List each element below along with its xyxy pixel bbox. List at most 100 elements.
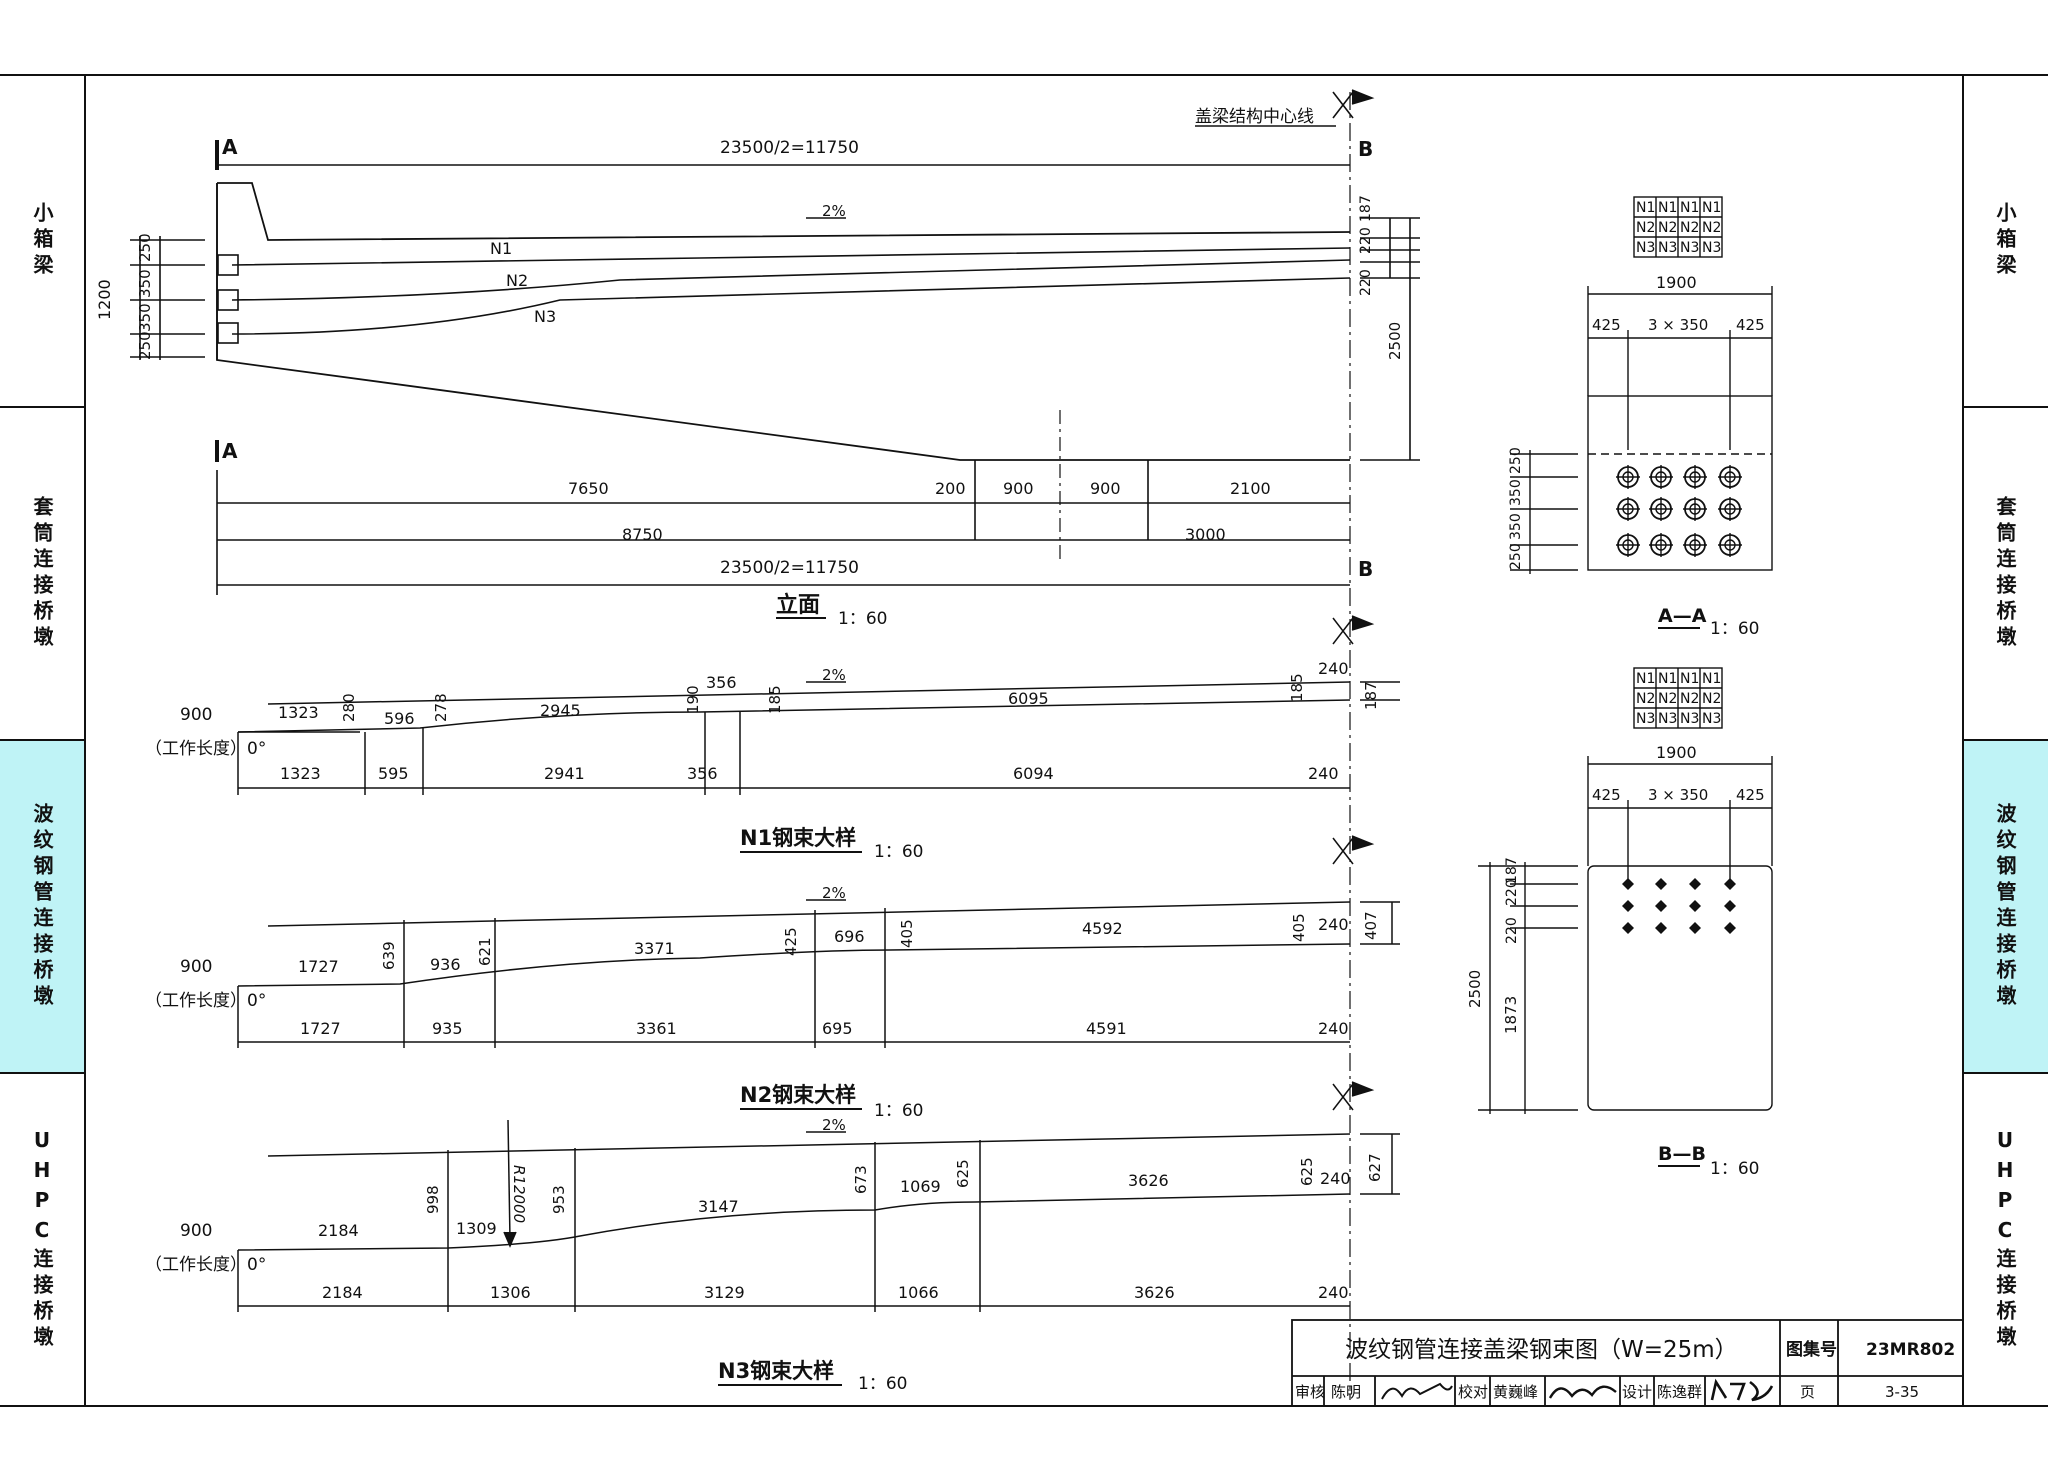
n1-low-595: 595 (378, 764, 409, 783)
n2-up-4592: 4592 (1082, 919, 1123, 938)
n1-work-note: （工作长度）0° (145, 739, 266, 759)
elev-dim-900b: 900 (1090, 479, 1121, 498)
n3-low-2184: 2184 (322, 1283, 363, 1302)
bb-left-220a: 220 (1504, 879, 1520, 906)
aa-grid-n3-3: N3 (1680, 240, 1699, 256)
tendon-point (1724, 878, 1736, 890)
n3-low-1306: 1306 (490, 1283, 531, 1302)
aa-grid-n3-4: N3 (1702, 240, 1721, 256)
aa-scale: 1：60 (1710, 619, 1759, 639)
n1-work-length: 900 (180, 705, 212, 725)
bb-width: 1900 (1656, 743, 1697, 762)
tendon-point (1622, 878, 1634, 890)
bb-grid-n3-3: N3 (1680, 711, 1699, 727)
aa-grid-n2-4: N2 (1702, 220, 1721, 236)
duct-hole (1683, 465, 1707, 489)
atlas-number: 23MR802 (1866, 1340, 1955, 1360)
section-mark-b-top: B (1358, 137, 1373, 161)
elev-left-dim-250a: 250 (136, 233, 154, 262)
n3-up-r12000: R12000 (510, 1165, 528, 1223)
n2-up-696: 696 (834, 927, 865, 946)
elev-left-dim-1200: 1200 (95, 279, 114, 320)
slope-label-elevation: 2% (822, 202, 846, 220)
drawing-title: 波纹钢管连接盖梁钢束图（W=25m） (1345, 1337, 1738, 1363)
tendon-label-n1: N1 (490, 239, 512, 258)
duct-hole (1616, 465, 1640, 489)
n1-up-280: 280 (340, 693, 358, 722)
tendon-point (1689, 900, 1701, 912)
side-tab-small-box-girder-right: 小箱梁 (1993, 202, 2017, 280)
elevation-scale: 1：60 (838, 609, 887, 629)
aa-grid-n2-1: N2 (1636, 220, 1655, 236)
n2-scale: 1：60 (874, 1101, 923, 1121)
n3-detail: 2% 900 （工作长度）0° 2184 998 1309 R12000 953… (145, 1081, 1400, 1394)
n3-up-953: 953 (550, 1185, 568, 1214)
bb-grid-n1-3: N1 (1680, 671, 1699, 687)
n1-up-190: 190 (684, 685, 702, 714)
n2-up-405a: 405 (898, 919, 916, 948)
bb-grid-n2-3: N2 (1680, 691, 1699, 707)
n2-up-405b: 405 (1290, 913, 1308, 942)
section-mark-a-bottom: A (222, 439, 238, 463)
n1-up-278: 278 (432, 693, 450, 722)
duct-hole (1649, 497, 1673, 521)
centerline-symbol-n1 (1332, 615, 1375, 645)
n3-up-240: 240 (1320, 1169, 1351, 1188)
duct-hole (1616, 497, 1640, 521)
cap-beam-outline (216, 182, 1351, 461)
side-tab-corrugated-pier: 波纹钢管连接桥墩 (0, 740, 85, 1073)
elevation-title: 立面 (776, 592, 820, 618)
aa-title: A—A (1658, 605, 1707, 627)
n2-low-1727: 1727 (300, 1019, 341, 1038)
n2-detail: 2% 900 （工作长度）0° 1727 639 936 621 3371 42… (145, 835, 1400, 1121)
n1-up-596: 596 (384, 709, 415, 728)
side-tab-sleeve-pier: 套筒连接桥墩 (30, 495, 54, 652)
tendon-point (1689, 878, 1701, 890)
designer-name: 陈逸群 (1657, 1383, 1702, 1401)
elev-dim-7650: 7650 (568, 479, 609, 498)
n2-work-length: 900 (180, 957, 212, 977)
bb-grid-n3-2: N3 (1658, 711, 1677, 727)
n2-low-4591: 4591 (1086, 1019, 1127, 1038)
tendon-n2 (231, 259, 1351, 301)
designer-signature (1710, 1378, 1774, 1402)
sheet-frame (0, 74, 2048, 1407)
tendon-point (1724, 900, 1736, 912)
anchor-n1 (217, 254, 239, 276)
elev-dim-200: 200 (935, 479, 966, 498)
elev-right-dim-2500: 2500 (1386, 322, 1404, 360)
aa-grid-n3-2: N3 (1658, 240, 1677, 256)
n3-work-length: 900 (180, 1221, 212, 1241)
check-label: 校对 (1458, 1383, 1488, 1401)
bb-tendon-points (1622, 878, 1736, 934)
side-tab-uhpc-pier: UHPC连接桥墩 (30, 1127, 54, 1352)
aa-left-350a: 350 (1508, 479, 1524, 506)
aa-grid-n1-4: N1 (1702, 200, 1721, 216)
n2-work-note: （工作长度）0° (145, 991, 266, 1011)
n3-up-1309: 1309 (456, 1219, 497, 1238)
n2-low-695: 695 (822, 1019, 853, 1038)
n1-detail: 2% 900 （工作长度）0° 1323 280 596 278 2945 19… (145, 615, 1400, 862)
n3-up-3626: 3626 (1128, 1171, 1169, 1190)
n2-low-935: 935 (432, 1019, 463, 1038)
n3-low-1066: 1066 (898, 1283, 939, 1302)
n1-low-240: 240 (1308, 764, 1339, 783)
duct-hole (1718, 533, 1742, 557)
elev-dim-2100: 2100 (1230, 479, 1271, 498)
bb-grid-n2-2: N2 (1658, 691, 1677, 707)
n1-low-1323: 1323 (280, 764, 321, 783)
n2-up-3371: 3371 (634, 939, 675, 958)
centerline-symbol-n3 (1332, 1081, 1375, 1111)
n3-up-673: 673 (852, 1165, 870, 1194)
n3-up-3147: 3147 (698, 1197, 739, 1216)
reviewer-signature (1381, 1382, 1453, 1400)
side-tab-sleeve-pier-right: 套筒连接桥墩 (1993, 495, 2017, 652)
n1-ticks (237, 712, 741, 795)
n3-work-note: （工作长度）0° (145, 1255, 266, 1275)
n3-low-3129: 3129 (704, 1283, 745, 1302)
side-tab-uhpc-pier-right: UHPC连接桥墩 (1993, 1127, 2017, 1352)
elev-dim-900a: 900 (1003, 479, 1034, 498)
tendon-n1 (231, 247, 1351, 266)
n2-ticks (237, 908, 886, 1048)
